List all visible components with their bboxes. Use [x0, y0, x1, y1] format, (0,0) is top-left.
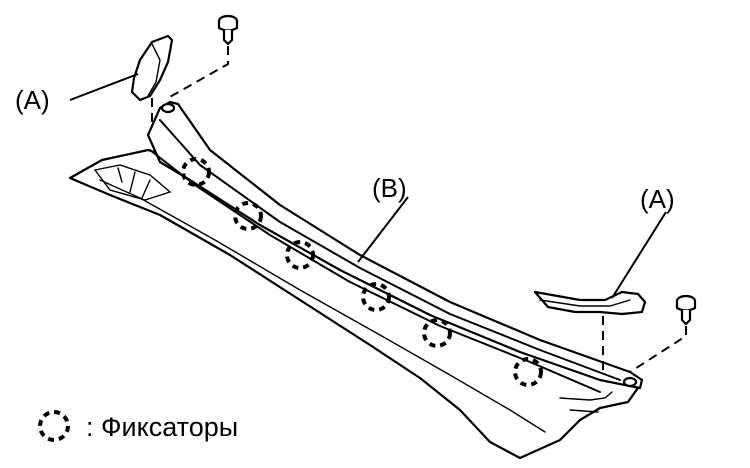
retainer-clip-4 [361, 282, 391, 312]
guide-left-pin [167, 46, 229, 99]
leader-cowl-panel [357, 196, 409, 263]
retainer-clip-2 [233, 201, 263, 231]
retainer-clip-5 [422, 318, 452, 348]
legend: : Фиксаторы [38, 410, 238, 442]
end-cap-right-body [533, 290, 647, 316]
push-pin-clip-left [217, 14, 239, 46]
guide-right-pin [629, 326, 687, 373]
cowl-left-pocket [93, 164, 172, 201]
end-cap-right-fold [539, 299, 631, 307]
end-cap-left [130, 34, 174, 102]
install-guide-lines [151, 46, 687, 374]
end-cap-left-fold [147, 43, 161, 97]
push-pin-right-shank [680, 308, 692, 326]
label-cap-left: (A) [15, 85, 50, 115]
legend-label: : Фиксаторы [86, 412, 238, 442]
dashed-circle-icon [38, 410, 70, 442]
push-pin-right-cap [675, 299, 697, 312]
push-pin-clip-right [675, 294, 697, 326]
cowl-panel-rim [146, 100, 644, 390]
end-cap-left-body [130, 34, 174, 102]
retainer-clip-3 [285, 240, 315, 270]
cowl-right-end [559, 391, 613, 413]
cowl-top-panel [68, 100, 644, 460]
push-pin-left-cap [217, 19, 239, 32]
cowl-mount-hole-left [160, 102, 176, 114]
push-pin-left-shank [222, 28, 234, 46]
label-cap-right: (A) [640, 184, 675, 214]
end-cap-right [533, 290, 647, 316]
leader-lines [69, 73, 667, 299]
cowl-channel-upper [159, 119, 621, 381]
leader-cap-left [69, 73, 139, 101]
cowl-left-step [117, 167, 151, 199]
leader-cap-right [611, 211, 667, 299]
cowl-mount-hole-right [622, 376, 638, 388]
retainer-clip-6 [513, 357, 543, 387]
cowl-inner-ridge [99, 179, 546, 433]
retainer-clip-1 [181, 157, 211, 187]
label-cowl-panel: (B) [372, 173, 407, 203]
cowl-channel-lower [149, 149, 601, 393]
retainer-clips [181, 157, 543, 387]
